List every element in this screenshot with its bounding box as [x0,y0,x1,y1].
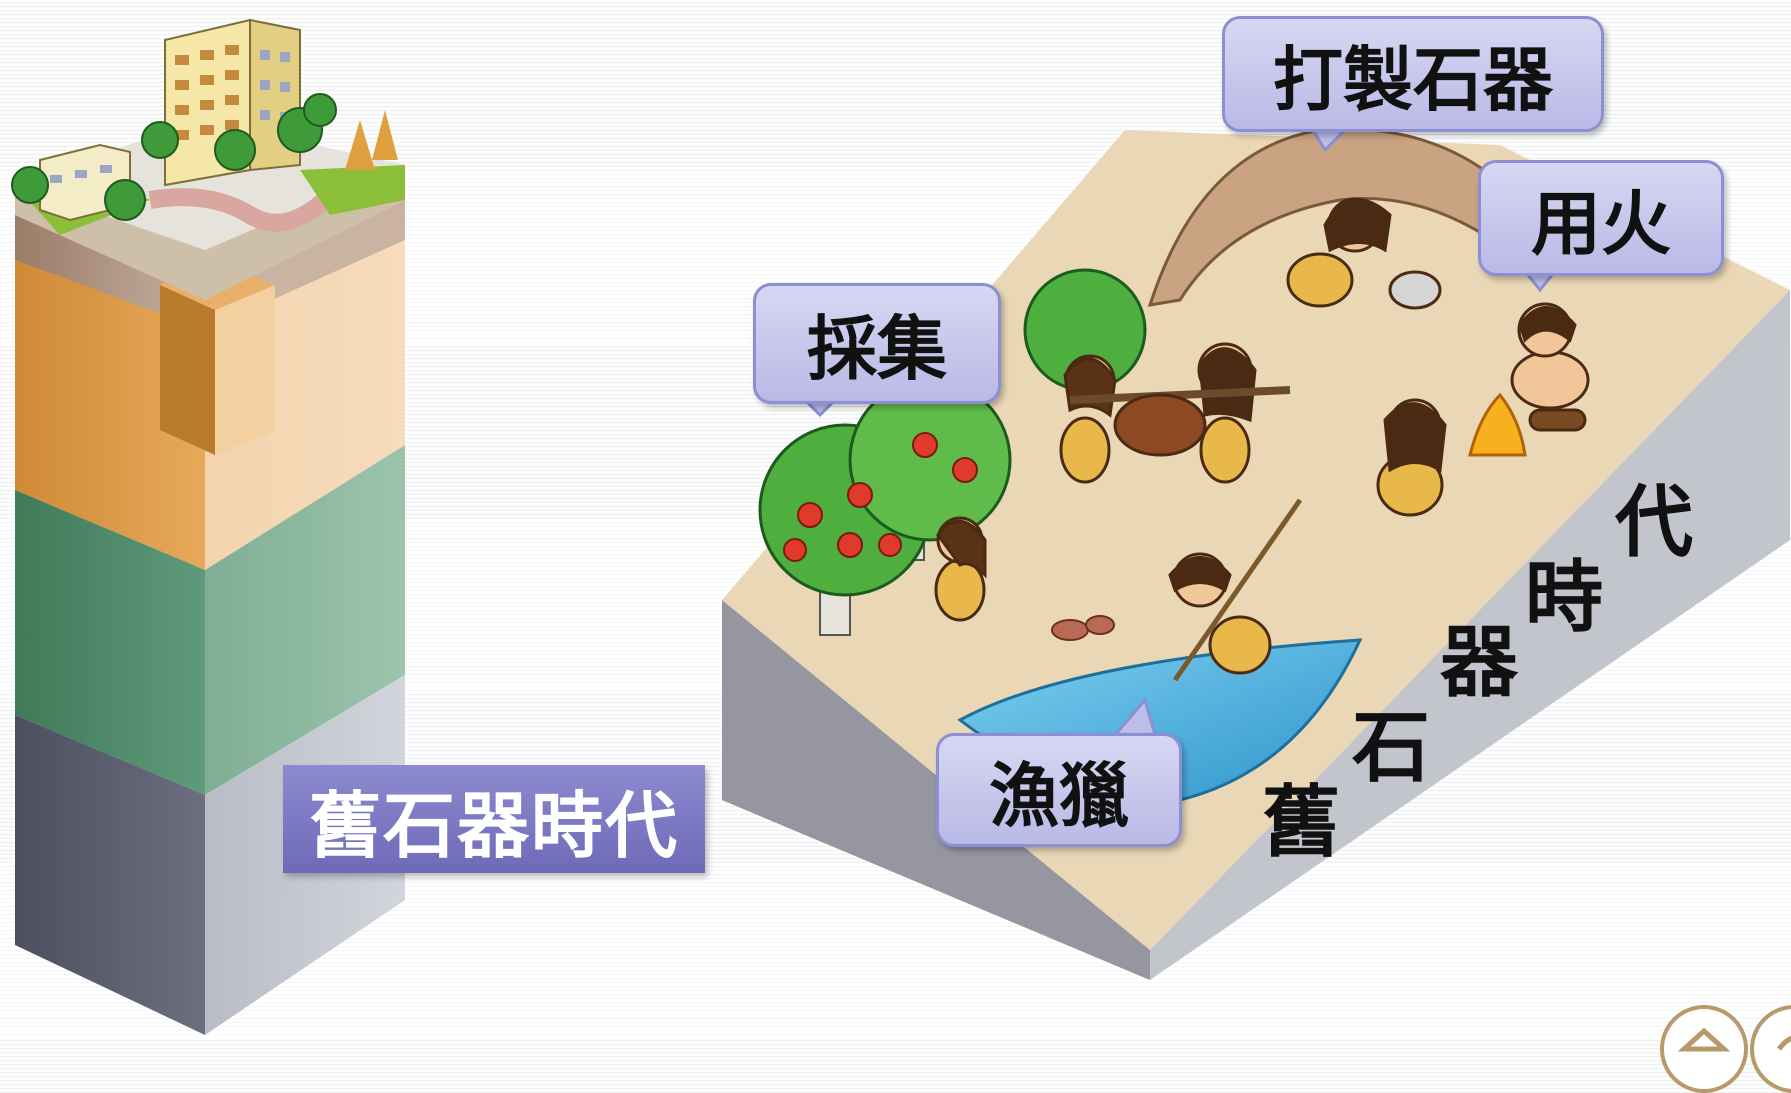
side-label-char-3: 器 [1440,618,1519,708]
home-icon [1677,1027,1731,1052]
bubble-gathering: 採集 [753,283,1001,404]
people [934,197,1590,682]
bubble-stone-tools: 打製石器 [1222,16,1604,132]
era-label-text: 舊石器時代 [308,783,679,868]
return-icon [1777,1036,1791,1051]
side-label-char-5: 代 [1615,478,1694,568]
bubble-fire-text: 用火 [1531,182,1671,265]
bubble-gathering-text: 採集 [807,308,947,390]
scene-illustration [11,18,1790,1035]
bubble-stone-tools-text: 打製石器 [1273,38,1553,121]
side-label-char-4: 時 [1525,553,1604,643]
bubble-fire: 用火 [1478,160,1724,276]
bubble-fishing-hunting: 漁獵 [936,733,1182,847]
side-label-char-2: 石 [1352,703,1431,793]
soil-column [11,18,405,1035]
bubble-fishing-hunting-text: 漁獵 [989,754,1129,837]
side-label-char-1: 舊 [1262,778,1341,868]
return-button[interactable] [1750,1005,1791,1093]
era-label-box: 舊石器時代 [283,765,705,873]
home-button[interactable] [1660,1005,1748,1093]
apple-trees [758,378,1012,636]
